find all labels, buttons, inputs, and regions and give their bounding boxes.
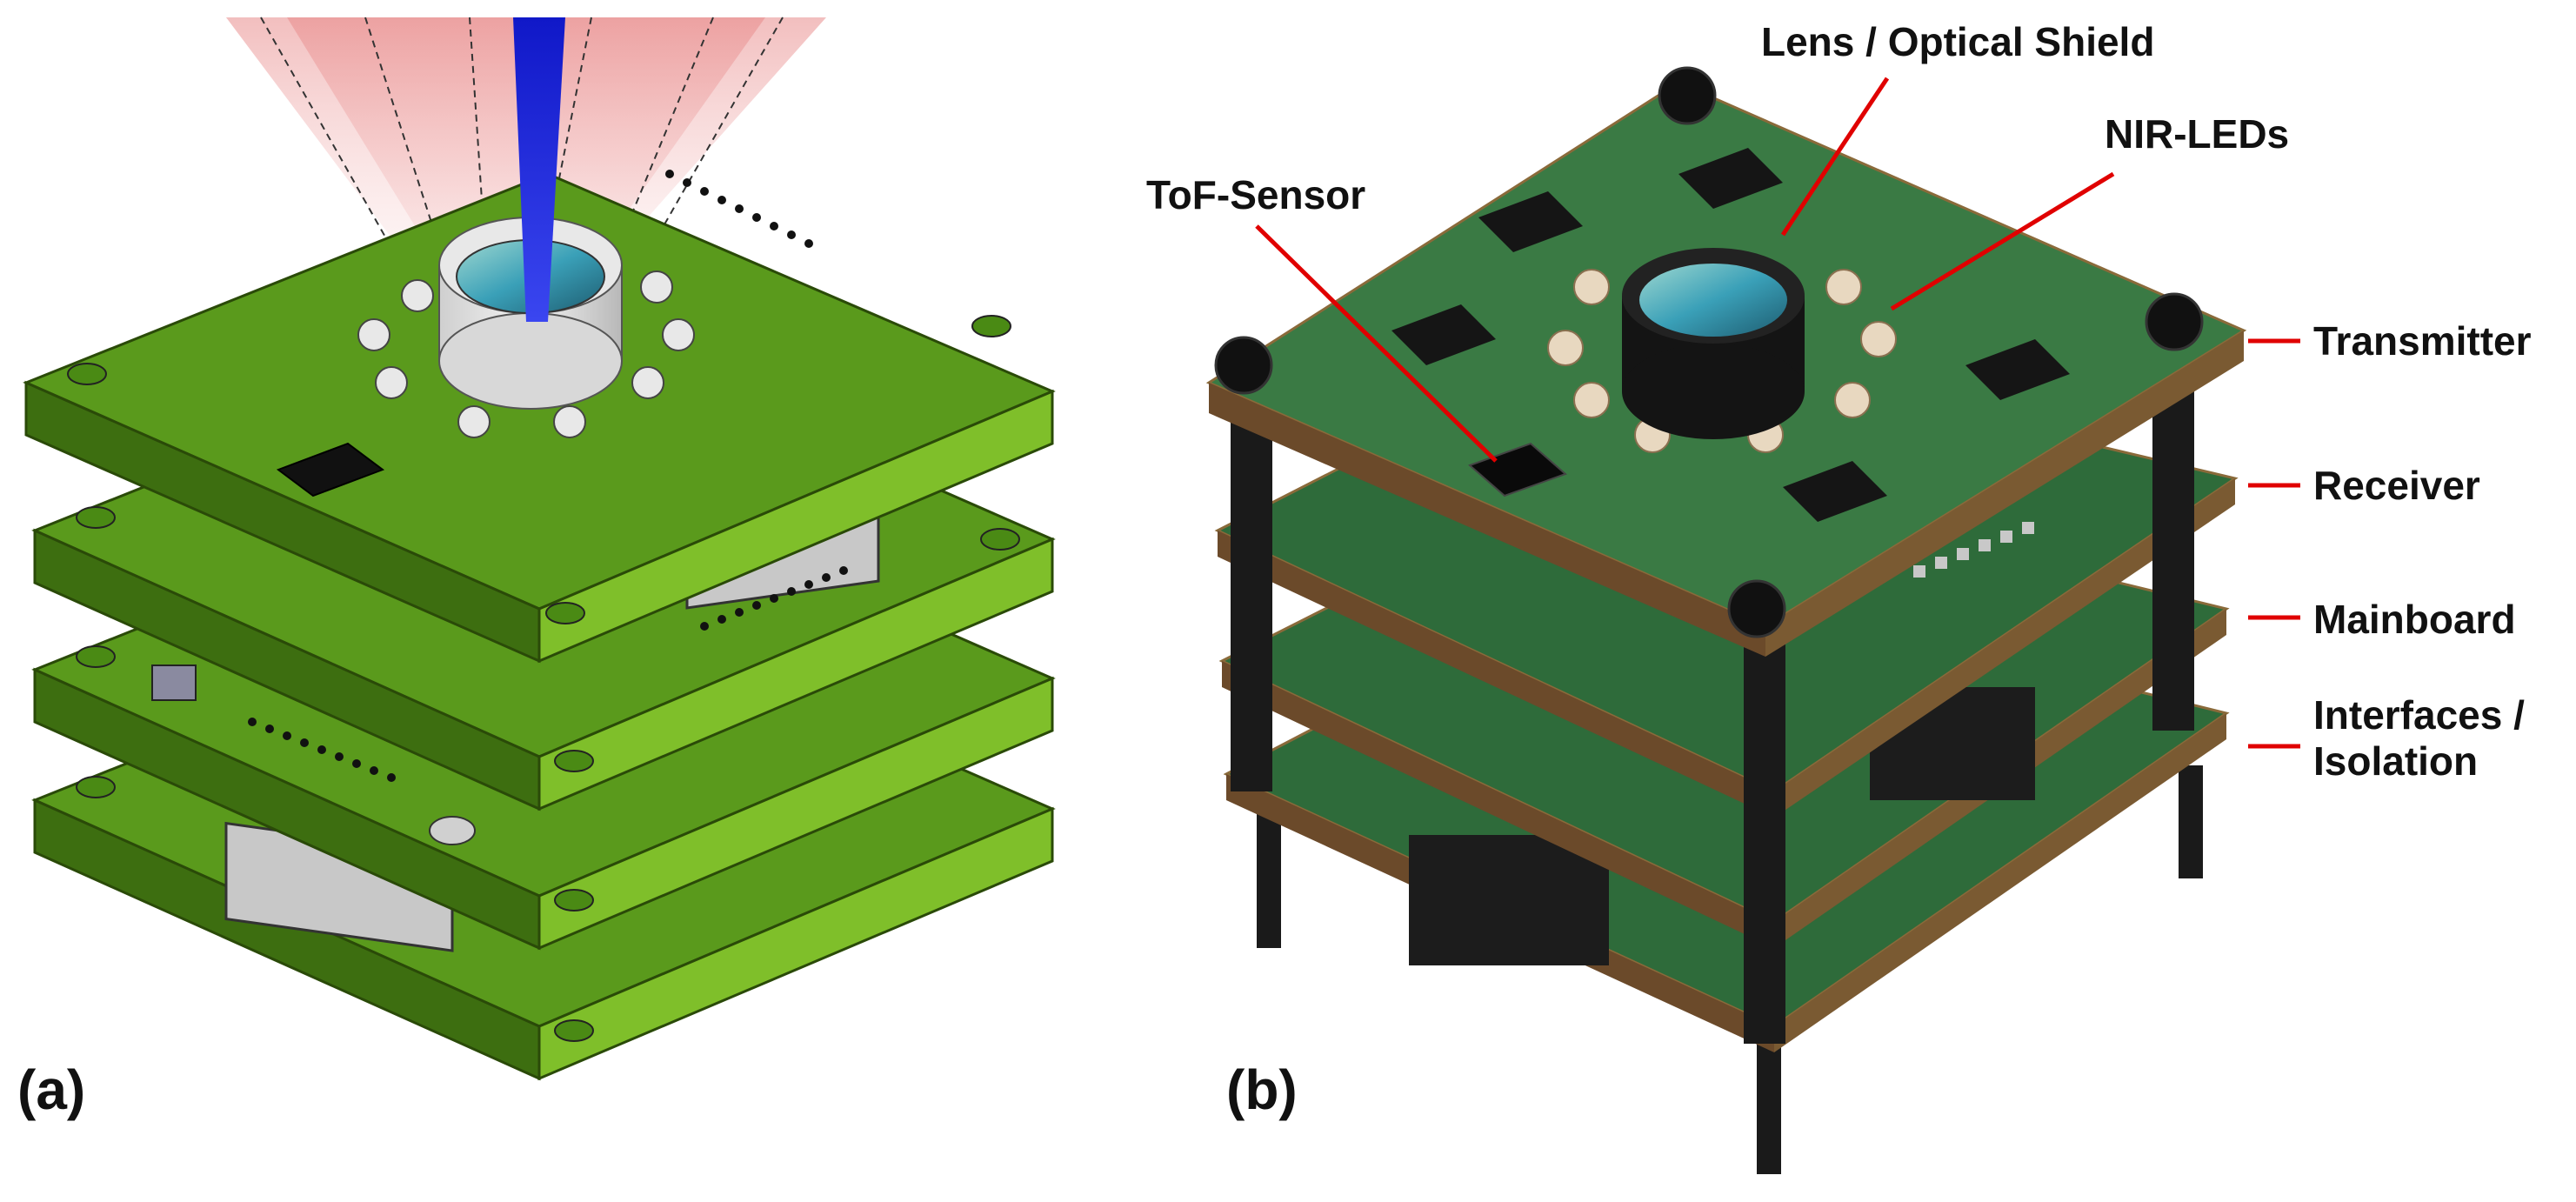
callout-nir-leds: NIR-LEDs [2105,111,2290,157]
bottom-screw-right [2179,765,2203,878]
cad-receive-beam [513,17,565,322]
panel-a-cad-view: (a) [17,17,1056,1121]
photo-lens [1622,248,1805,439]
bottom-screw-front [1757,1044,1781,1174]
callout-tof-sensor: ToF-Sensor [1146,172,1366,217]
callout-lens-optical-shield: Lens / Optical Shield [1761,19,2155,64]
mainboard-pin-header [248,718,396,782]
callout-receiver: Receiver [2313,463,2480,508]
cad-nir-leds [357,270,695,438]
callout-line-tof-sensor [1255,224,1498,463]
receiver-photo-header [1913,522,2034,578]
cad-tof-sensor [276,442,385,497]
receiver-pin-header [700,566,848,631]
photo-tof-sensor [1468,442,1567,497]
callout-line-nir-leds [1890,171,2115,311]
panel-a-label: (a) [17,1058,85,1121]
transmitter-ics [1391,148,2070,522]
standoff-front [1744,609,1785,1044]
callout-line-lens [1780,77,1890,237]
panel-b-label: (b) [1226,1058,1298,1121]
standoff-left [1231,383,1272,791]
callout-lines [1255,77,2300,749]
transmitter-pin-header [665,170,813,248]
callout-transmitter: Transmitter [2313,318,2532,364]
callout-interfaces-isolation: Interfaces / Isolation [2313,692,2525,784]
top-screw-heads [1214,66,2204,638]
callout-mainboard: Mainboard [2313,597,2516,642]
panel-b-photo: (b) [1205,66,2300,1174]
photo-board-transmitter [1205,66,2247,657]
cad-board-transmitter [23,17,1056,664]
